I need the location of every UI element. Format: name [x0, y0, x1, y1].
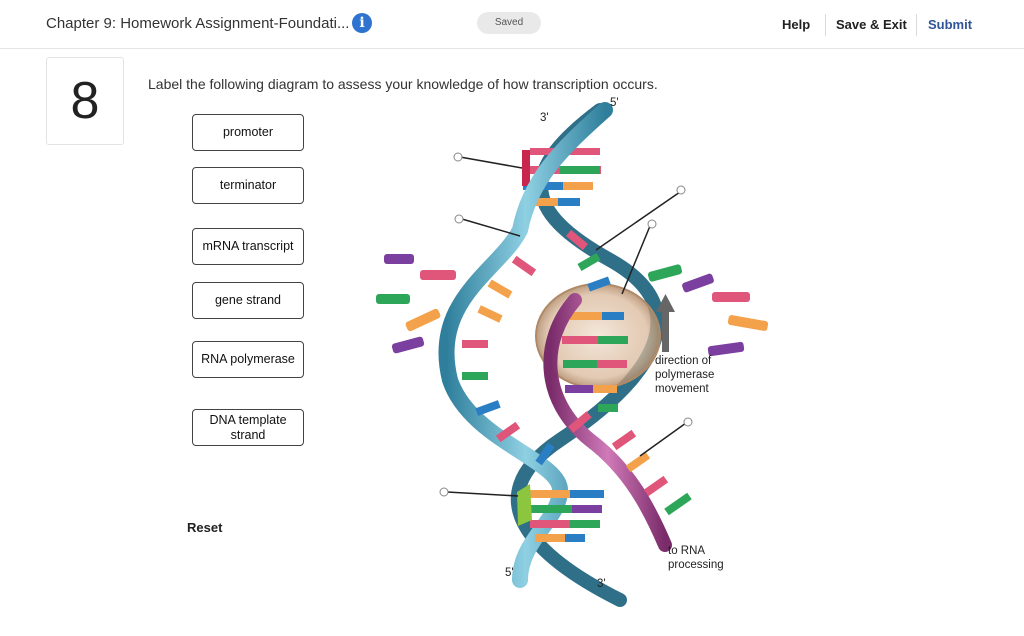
submit-button[interactable]: Submit — [928, 17, 973, 32]
help-button[interactable]: Help — [782, 17, 811, 32]
target-dot[interactable] — [647, 219, 657, 229]
save-exit-button[interactable]: Save & Exit — [836, 17, 907, 32]
label-rna-polymerase[interactable]: RNA polymerase — [192, 341, 304, 378]
assignment-title: Chapter 9: Homework Assignment-Foundati.… — [46, 15, 350, 32]
label-targets — [439, 152, 693, 497]
label-promoter[interactable]: promoter — [192, 114, 304, 151]
mrna-strand — [543, 293, 672, 552]
target-dot[interactable] — [439, 487, 449, 497]
direction-arrow — [656, 294, 675, 352]
saved-badge: Saved — [477, 12, 541, 34]
direction-text-line3: movement — [655, 383, 709, 395]
question-prompt: Label the following diagram to assess yo… — [148, 76, 658, 92]
reset-button[interactable]: Reset — [187, 520, 223, 535]
label-mrna-transcript[interactable]: mRNA transcript — [192, 228, 304, 265]
target-dot[interactable] — [683, 417, 693, 427]
bubble-base-pairs — [562, 312, 628, 393]
label-gene-strand[interactable]: gene strand — [192, 282, 304, 319]
terminator-region — [517, 484, 532, 526]
direction-text-line2: polymerase — [655, 369, 714, 381]
template-bases — [462, 255, 618, 466]
free-nucleotides — [376, 254, 769, 357]
promoter-region — [522, 150, 530, 186]
target-dot[interactable] — [676, 185, 686, 195]
top-3prime-label: 3' — [540, 112, 549, 124]
info-icon[interactable]: i — [352, 13, 372, 33]
target-dot[interactable] — [453, 152, 463, 162]
label-dna-template-strand[interactable]: DNA template strand — [192, 409, 304, 446]
label-terminator[interactable]: terminator — [192, 167, 304, 204]
rna-processing-line2: processing — [668, 559, 724, 571]
dna-backbone-front — [438, 102, 613, 588]
question-number: 8 — [46, 57, 124, 145]
mrna-bases — [566, 229, 692, 516]
rna-processing-line1: to RNA — [668, 545, 705, 557]
bottom-5prime-label: 5' — [505, 567, 514, 579]
bottom-3prime-label: 3' — [597, 578, 606, 590]
top-5prime-label: 5' — [610, 97, 619, 109]
divider — [825, 14, 826, 36]
top-bar: Chapter 9: Homework Assignment-Foundati.… — [0, 0, 1024, 49]
bottom-base-pairs — [528, 490, 604, 542]
direction-text-line1: direction of — [655, 355, 712, 367]
target-dot[interactable] — [454, 214, 464, 224]
divider — [916, 14, 917, 36]
